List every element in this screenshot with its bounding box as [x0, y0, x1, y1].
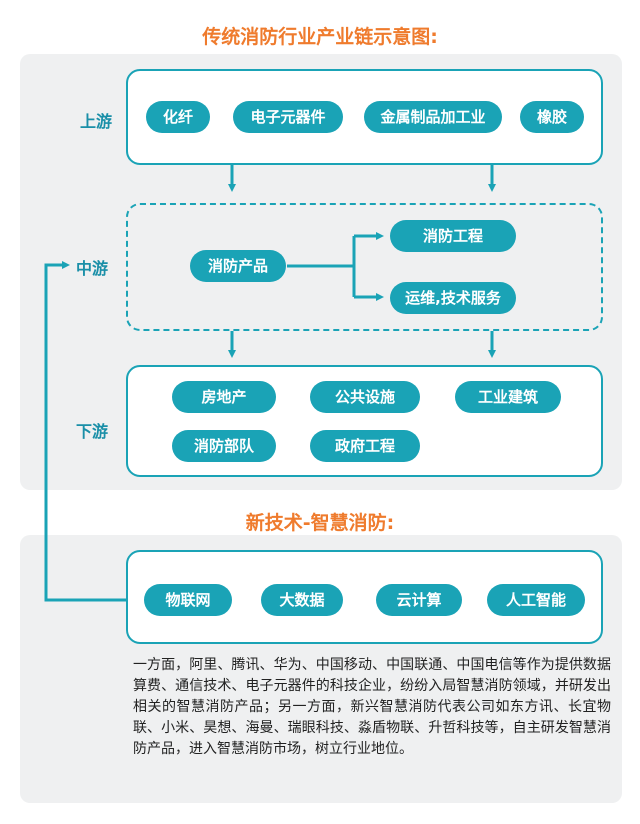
- downstream-item: 政府工程: [310, 430, 420, 462]
- midstream-source: 消防产品: [190, 250, 286, 282]
- downstream-item: 房地产: [172, 381, 276, 413]
- description-text: 一方面，阿里、腾讯、华为、中国移动、中国联通、中国电信等作为提供数据算费、通信技…: [133, 657, 611, 757]
- tech-item: 大数据: [261, 584, 343, 616]
- downstream-item: 工业建筑: [455, 381, 561, 413]
- upstream-item: 电子元器件: [233, 101, 343, 133]
- midstream-target: 运维,技术服务: [390, 282, 516, 314]
- midstream-box: [126, 203, 603, 331]
- stage-label-upstream: 上游: [80, 112, 113, 131]
- stage-label-midstream: 中游: [76, 259, 109, 278]
- downstream-item: 消防部队: [172, 430, 276, 462]
- downstream-item: 公共设施: [310, 381, 420, 413]
- midstream-target: 消防工程: [390, 220, 516, 252]
- tech-item: 物联网: [144, 584, 232, 616]
- tech-item: 云计算: [376, 584, 462, 616]
- stage-label-downstream: 下游: [76, 422, 109, 441]
- upstream-item: 橡胶: [520, 101, 584, 133]
- upstream-item: 金属制品加工业: [364, 101, 502, 133]
- tech-title: 新技术-智慧消防:: [245, 512, 395, 534]
- upstream-item: 化纤: [146, 101, 210, 133]
- tech-item: 人工智能: [487, 584, 585, 616]
- chain-title: 传统消防行业产业链示意图:: [202, 26, 438, 48]
